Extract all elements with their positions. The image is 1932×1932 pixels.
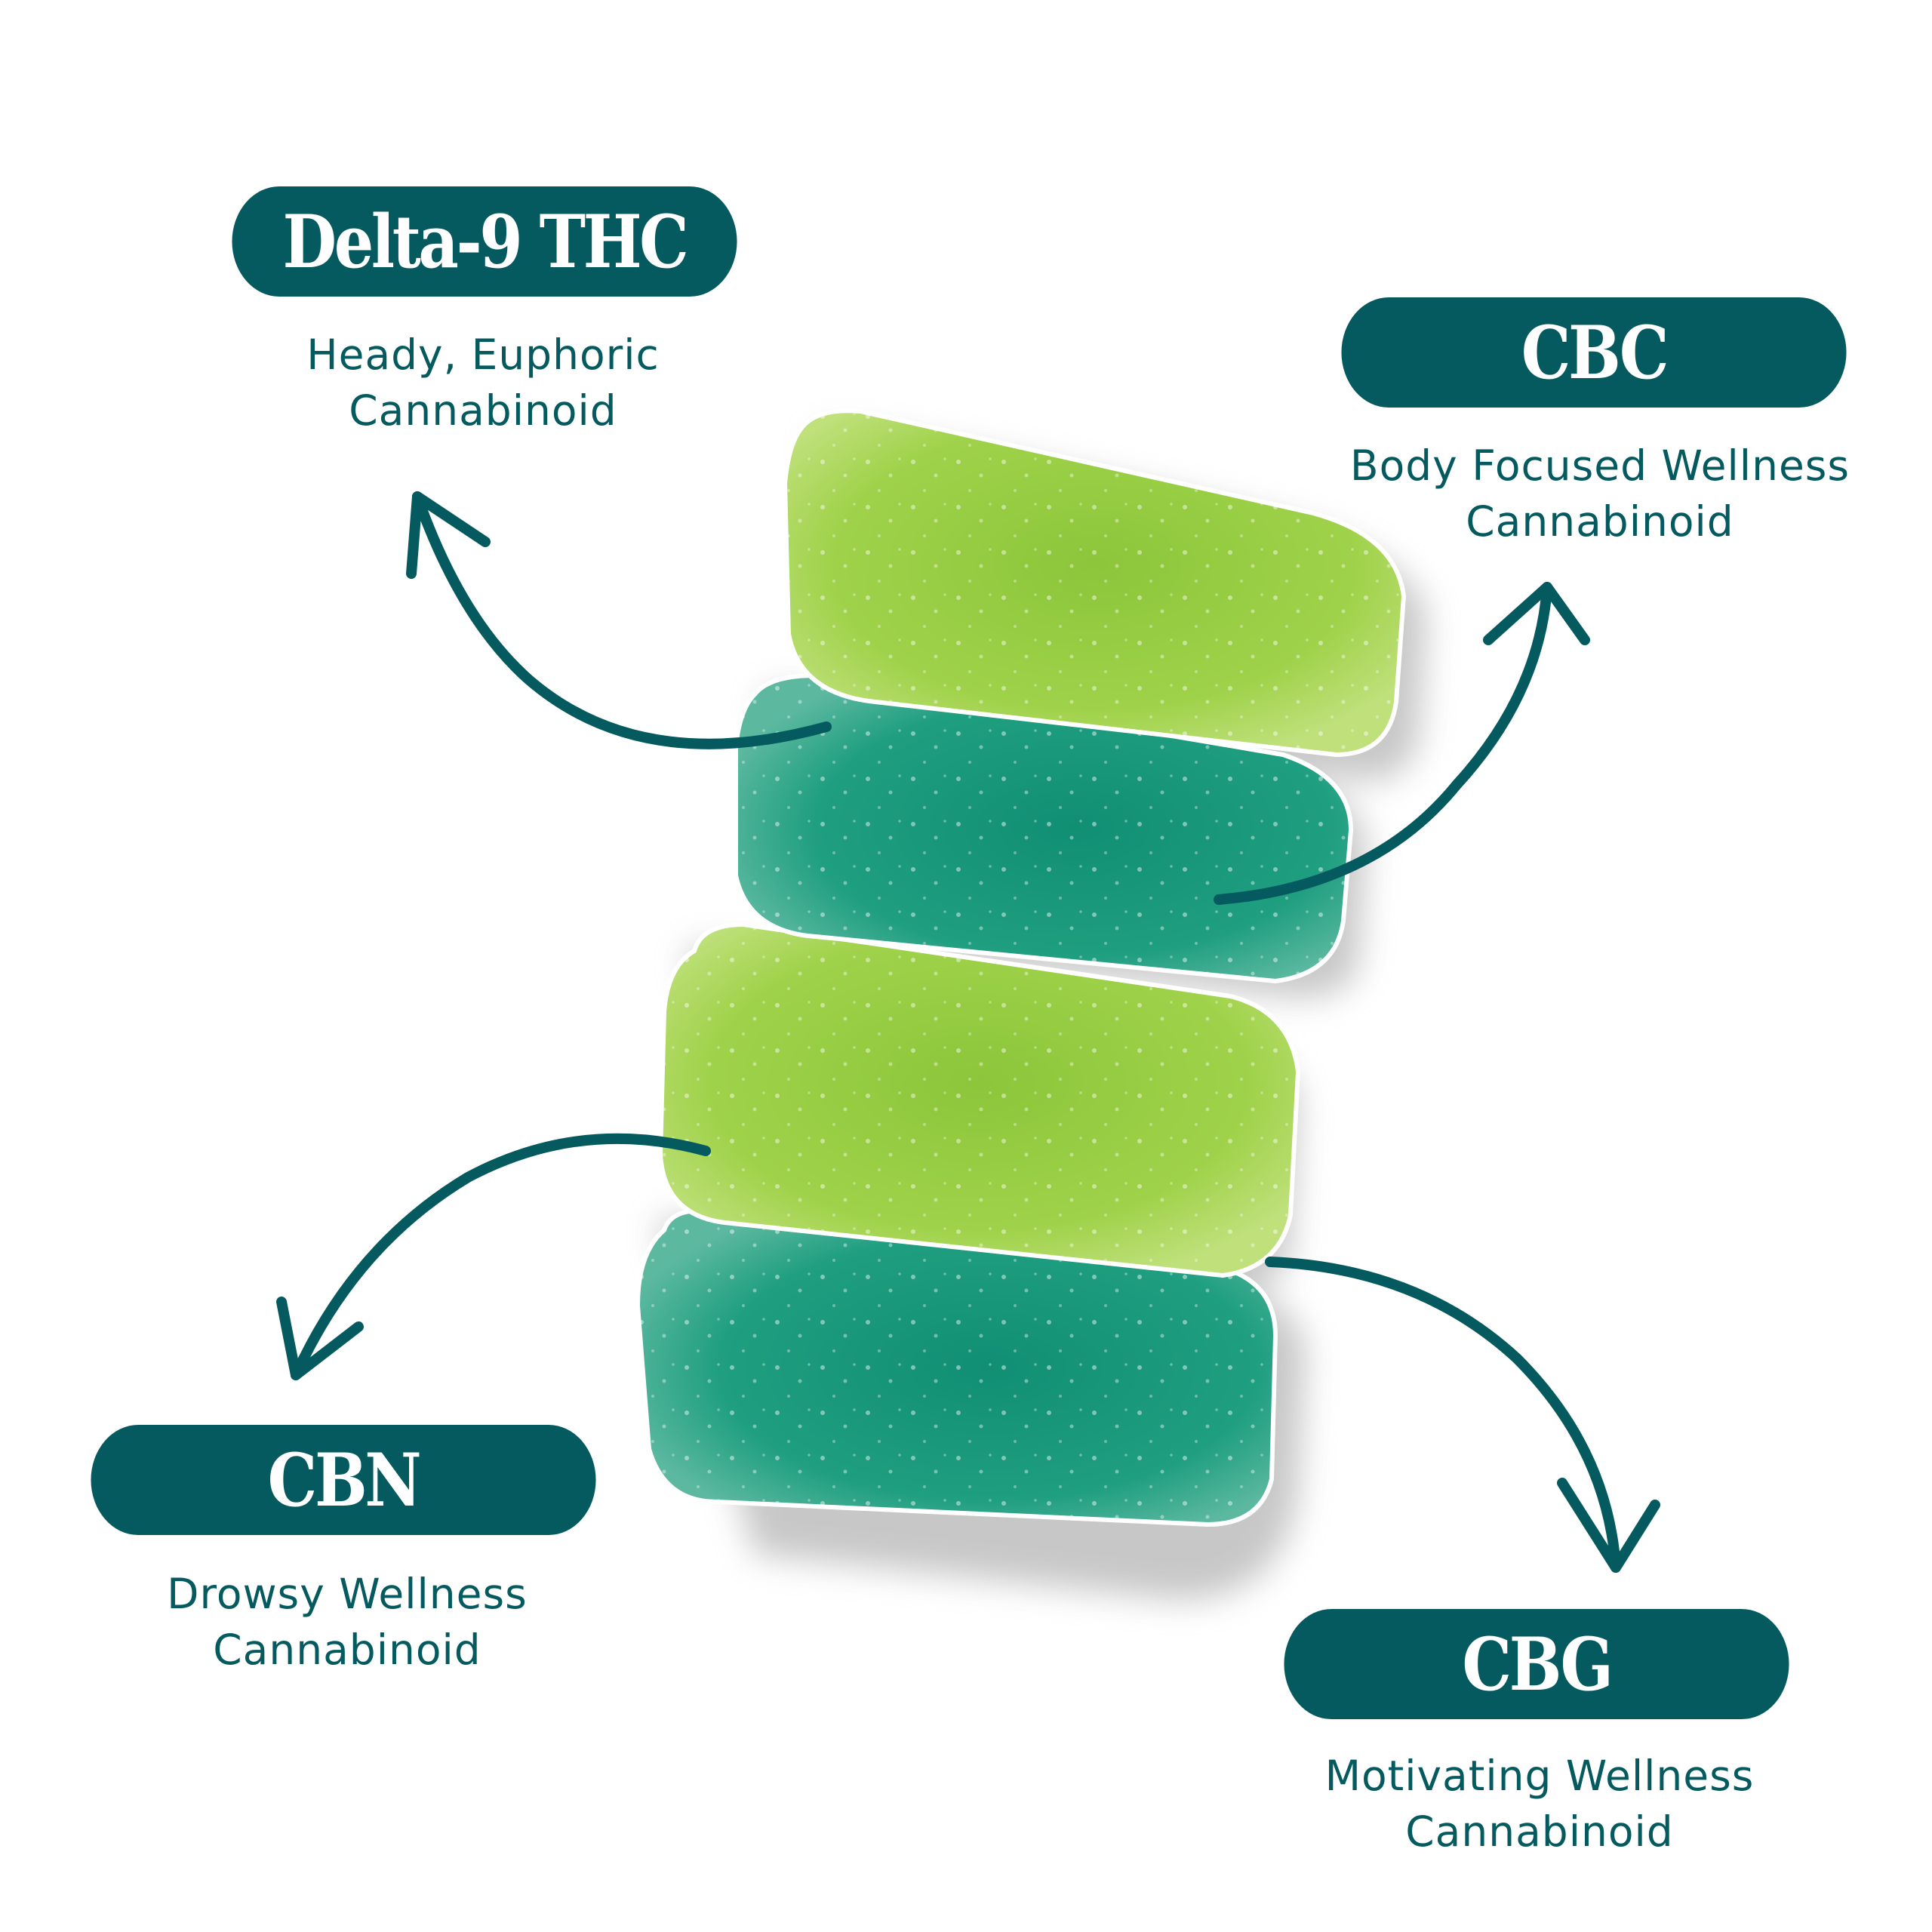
arrow-to-cbc-icon bbox=[1214, 582, 1590, 905]
label-pill-cbc: CBC bbox=[1341, 297, 1847, 408]
description-line: Heady, Euphoric bbox=[306, 331, 660, 379]
cannabinoid-name: Delta-9 THC bbox=[282, 198, 689, 285]
description-delta9: Heady, Euphoric Cannabinoid bbox=[257, 327, 709, 438]
arrow-to-cbg-icon bbox=[1265, 1257, 1660, 1573]
label-pill-cbn: CBN bbox=[91, 1425, 596, 1535]
arrow-to-cbn-icon bbox=[276, 1133, 711, 1380]
description-cbn: Drowsy Wellness Cannabinoid bbox=[98, 1566, 596, 1678]
description-line: Cannabinoid bbox=[349, 386, 617, 435]
description-cbg: Motivating Wellness Cannabinoid bbox=[1260, 1748, 1819, 1860]
label-pill-cbg: CBG bbox=[1284, 1609, 1789, 1719]
arrow-to-delta9-icon bbox=[406, 491, 832, 749]
cannabinoid-name: CBG bbox=[1462, 1621, 1614, 1707]
cannabinoid-name: CBN bbox=[267, 1437, 422, 1523]
description-line: Cannabinoid bbox=[1405, 1807, 1674, 1856]
description-line: Cannabinoid bbox=[1466, 497, 1734, 546]
description-line: Drowsy Wellness bbox=[167, 1570, 528, 1618]
description-line: Motivating Wellness bbox=[1324, 1752, 1755, 1800]
description-cbc: Body Focused Wellness Cannabinoid bbox=[1298, 438, 1902, 549]
label-pill-delta9: Delta-9 THC bbox=[232, 186, 737, 297]
cannabinoid-name: CBC bbox=[1521, 309, 1669, 395]
description-line: Cannabinoid bbox=[213, 1626, 481, 1674]
description-line: Body Focused Wellness bbox=[1349, 441, 1850, 490]
